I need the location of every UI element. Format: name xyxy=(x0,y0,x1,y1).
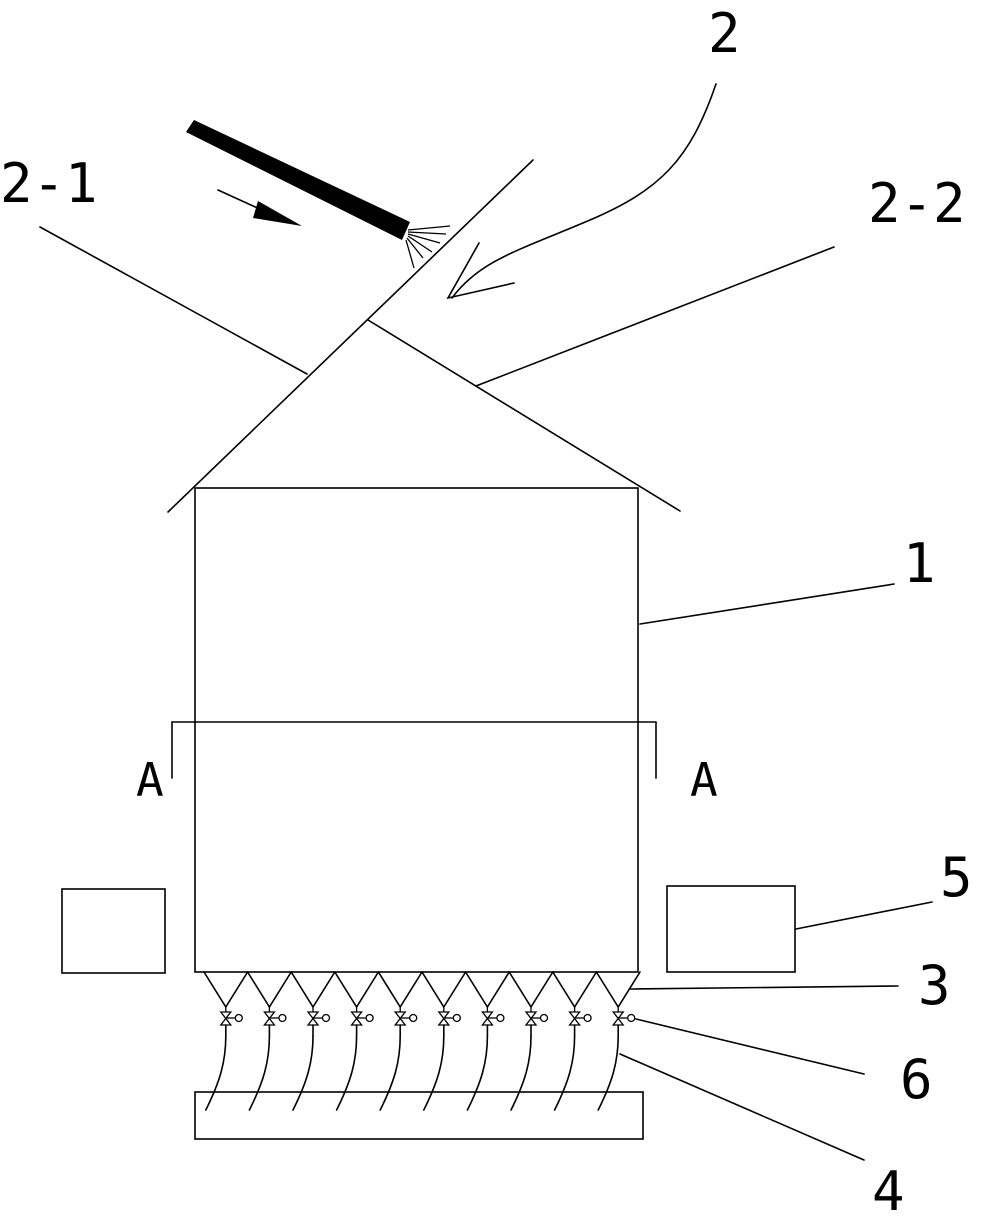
hose xyxy=(423,1035,445,1111)
leader-1 xyxy=(639,583,895,625)
label-1: 1 xyxy=(903,532,936,595)
hopper-outlet xyxy=(508,971,554,1009)
label-2-1: 2-1 xyxy=(0,152,98,215)
leader-3 xyxy=(629,985,899,990)
hose xyxy=(597,1035,619,1111)
label-4: 4 xyxy=(872,1160,905,1216)
valve xyxy=(568,1007,592,1037)
leader-2 xyxy=(446,83,717,300)
right-side-box xyxy=(666,885,796,973)
flow-arrow xyxy=(217,189,302,226)
valve xyxy=(306,1007,331,1037)
valve-row xyxy=(219,1007,636,1037)
label-6: 6 xyxy=(900,1048,933,1111)
label-2: 2 xyxy=(708,2,741,65)
hopper-outlet xyxy=(246,971,293,1009)
leader-5 xyxy=(795,901,933,930)
leader-2-1 xyxy=(39,226,308,375)
tank-body xyxy=(194,487,639,973)
roof-right-slope xyxy=(367,319,681,512)
hopper-outlet xyxy=(377,971,423,1009)
inclined-plate-long xyxy=(167,159,534,513)
valve xyxy=(437,1007,461,1037)
section-line xyxy=(171,721,657,779)
valve xyxy=(393,1007,418,1037)
hose xyxy=(553,1035,576,1111)
hose-row xyxy=(205,1035,619,1111)
hopper-outlet xyxy=(464,971,511,1009)
valve xyxy=(219,1007,243,1037)
spray-lines xyxy=(405,225,451,269)
hopper-outlets xyxy=(203,971,641,1009)
valve xyxy=(350,1007,374,1037)
valve xyxy=(263,1007,287,1037)
leader-6 xyxy=(635,1018,865,1075)
leader-4 xyxy=(619,1053,865,1161)
hose xyxy=(466,1035,489,1111)
hose xyxy=(510,1035,532,1111)
hose xyxy=(205,1035,227,1111)
valve xyxy=(524,1007,549,1037)
left-side-box xyxy=(61,888,166,974)
hose xyxy=(248,1035,271,1111)
valve xyxy=(611,1007,636,1037)
roof-structure xyxy=(167,159,681,513)
hopper-outlet xyxy=(333,971,380,1009)
hose xyxy=(292,1035,314,1111)
hopper-outlet xyxy=(421,971,467,1009)
leader-2-2 xyxy=(475,246,835,387)
nozzle-bar xyxy=(186,120,410,240)
hose xyxy=(379,1035,401,1111)
label-2-2: 2-2 xyxy=(868,172,966,235)
flow-arrow-head xyxy=(253,201,302,226)
collection-tray xyxy=(194,1091,644,1140)
label-5: 5 xyxy=(940,846,973,909)
valve xyxy=(481,1007,505,1037)
label-3: 3 xyxy=(918,954,951,1017)
section-label-left: A xyxy=(136,753,164,807)
spray-nozzle xyxy=(186,120,451,269)
hose xyxy=(335,1035,358,1111)
hopper-outlet xyxy=(203,971,249,1009)
section-label-right: A xyxy=(690,753,718,807)
hopper-outlet xyxy=(290,971,336,1009)
hopper-outlet xyxy=(551,971,598,1009)
